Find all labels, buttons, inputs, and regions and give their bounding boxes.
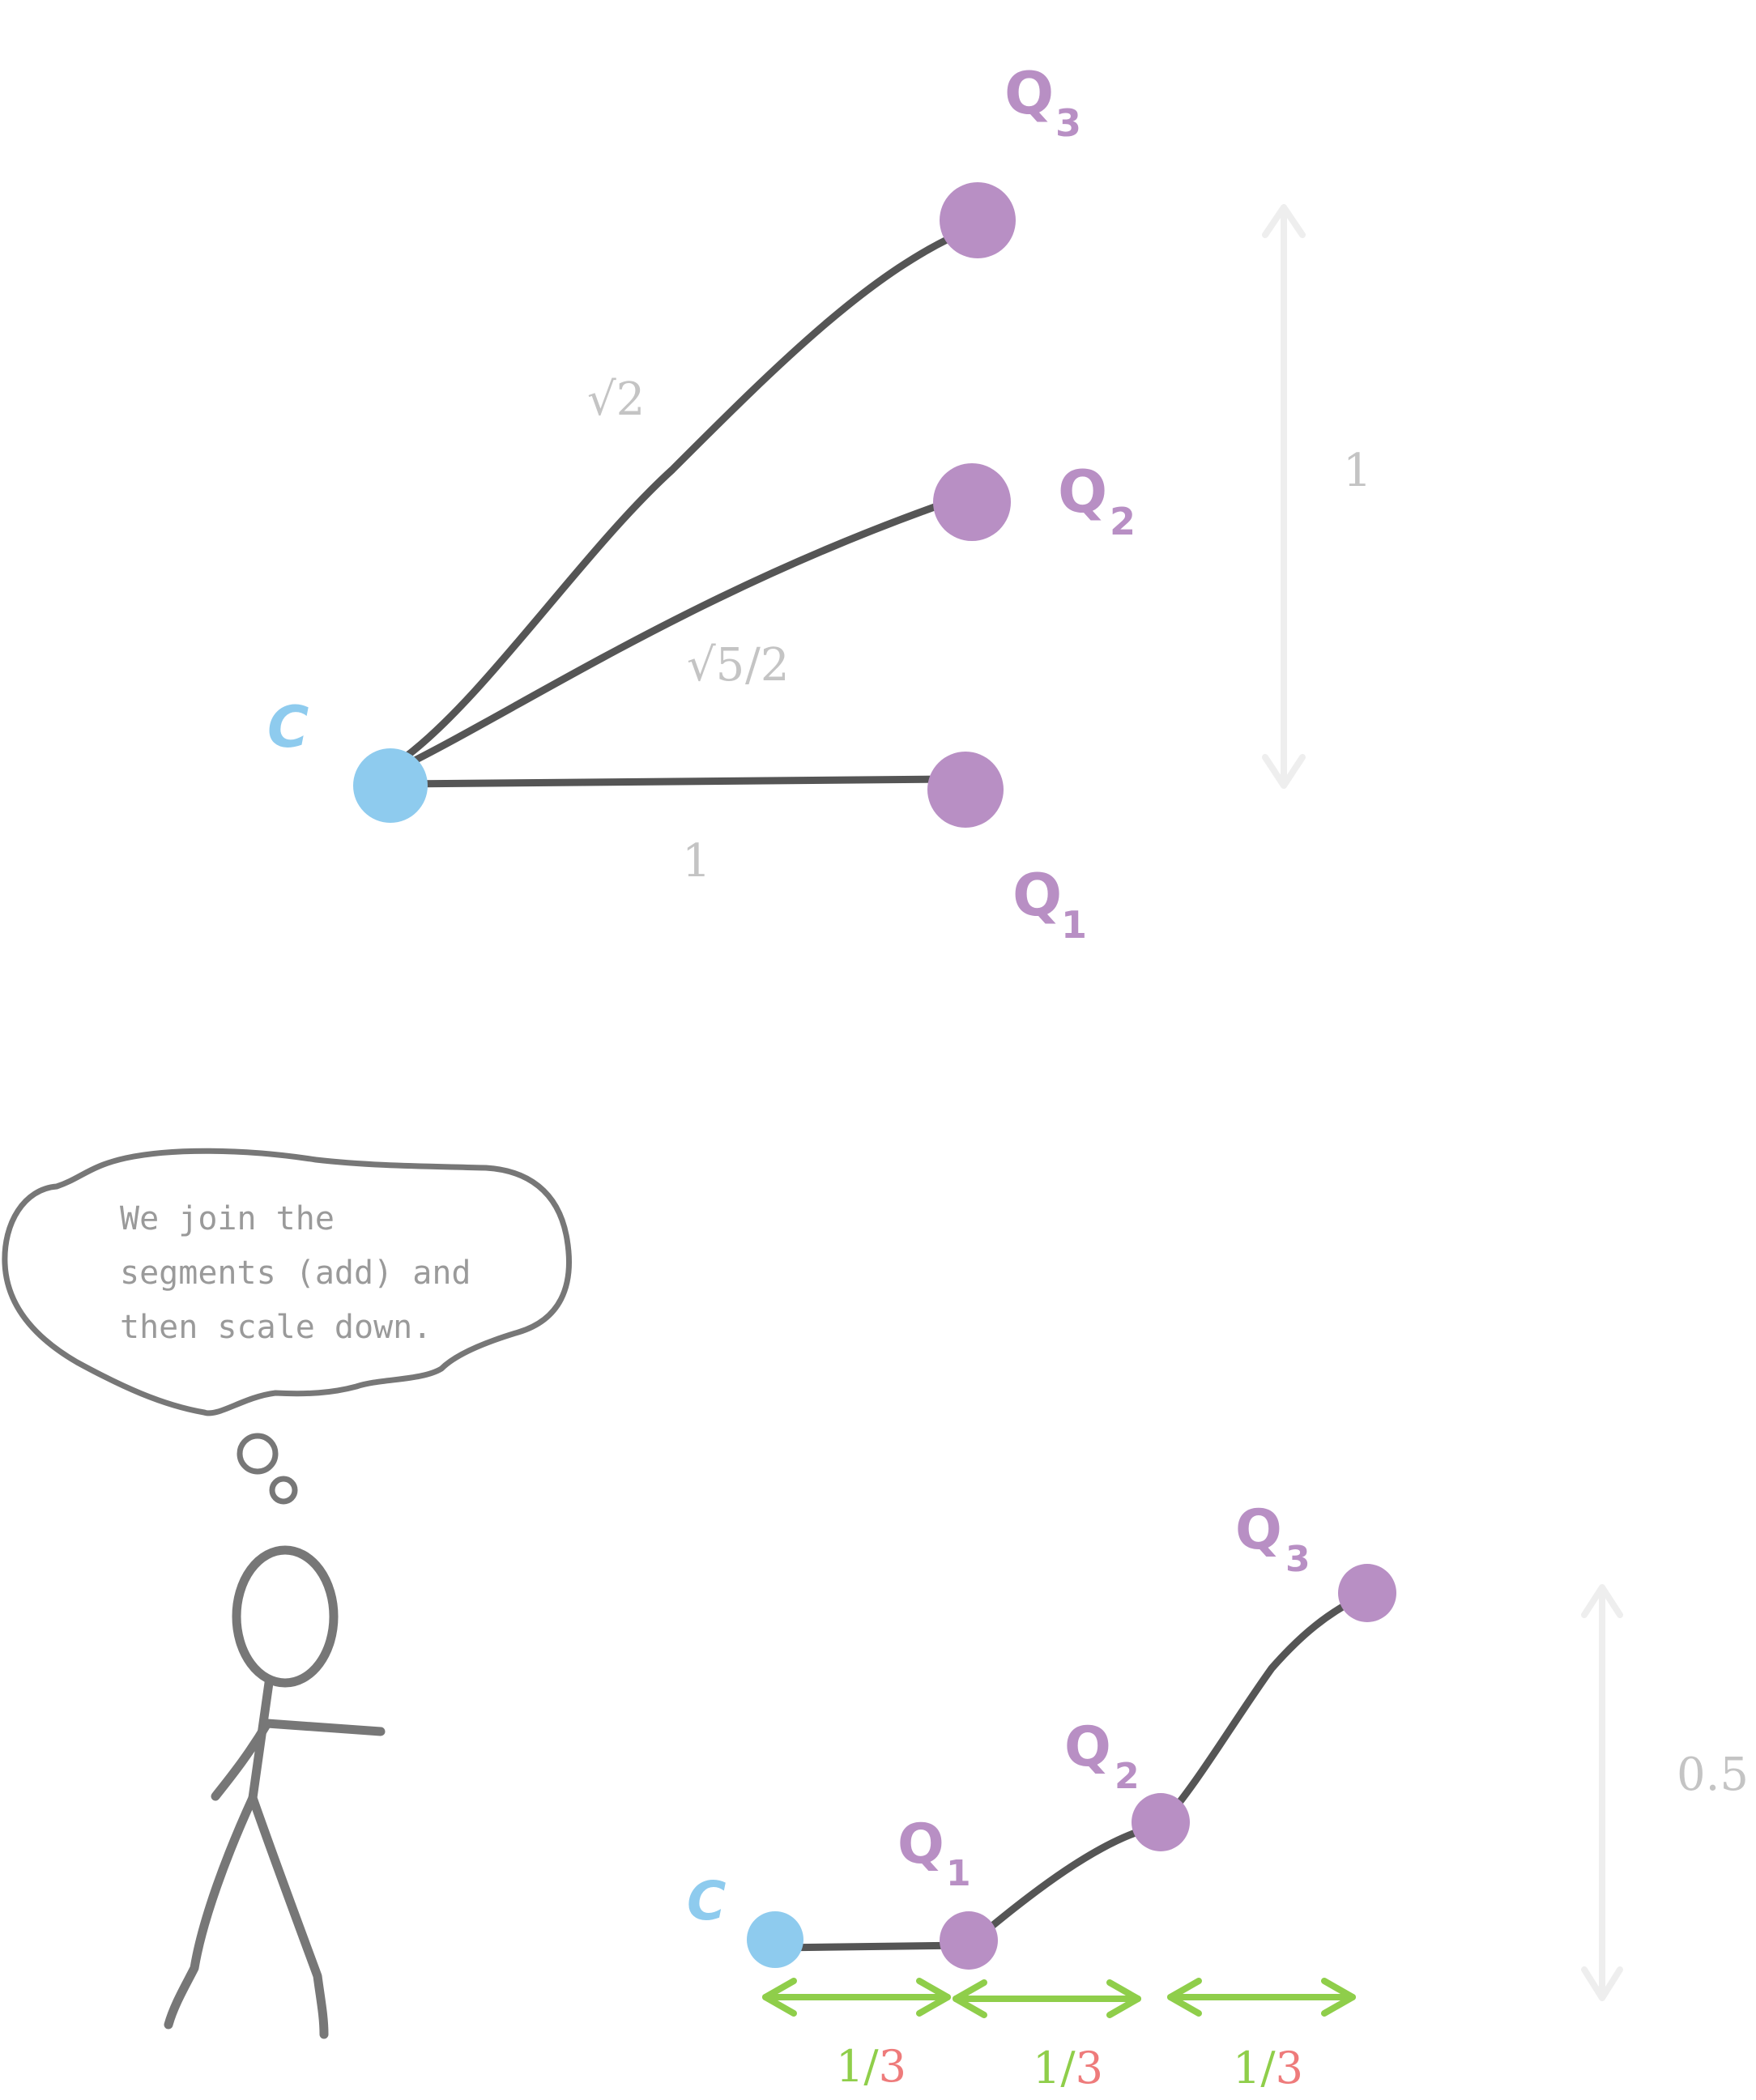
svg-text:1/3: 1/3 [1033, 2042, 1103, 2094]
bottom-point-q2 [1132, 1793, 1190, 1851]
top-label-q3-sub: 3 [1055, 101, 1081, 145]
bottom-point-q1 [940, 1911, 998, 1970]
top-point-q3 [940, 182, 1016, 258]
bottom-label-q1-sub: 1 [946, 1853, 971, 1894]
stick-figure-arm-right [262, 1719, 386, 1736]
top-point-c [353, 748, 428, 823]
segment-label-3-num: 1/ [1233, 2042, 1276, 2094]
top-height-label: 1 [1343, 445, 1372, 497]
top-point-q1 [927, 752, 1004, 828]
top-diagram: C Q 1 Q 2 Q 3 1 √5 /2 √2 1 [267, 59, 1372, 947]
bottom-label-q2-sub: 2 [1115, 1756, 1140, 1797]
thought-line-1: We join the [120, 1200, 335, 1237]
segment-label-1-den: 3 [879, 2041, 906, 2092]
bottom-point-c [747, 1911, 803, 1968]
top-line-c-q1 [401, 775, 948, 788]
segment-label-1: 1/3 [836, 2041, 906, 2092]
bottom-point-q3 [1338, 1564, 1396, 1622]
thought-dot-large [237, 1433, 279, 1475]
segment-label-2: 1/3 [1033, 2042, 1103, 2094]
segment-label-3-den: 3 [1276, 2042, 1303, 2094]
segment-arrows [762, 1978, 1356, 2018]
bottom-height-arrow [1581, 1584, 1623, 2001]
bottom-label-q3: Q [1235, 1498, 1282, 1562]
top-length-cq3-root: √2 [587, 373, 645, 426]
bottom-label-q1: Q [897, 1812, 944, 1876]
segment-label-1-num: 1/ [836, 2041, 879, 2092]
bottom-line-c-q1 [774, 1941, 973, 1952]
svg-text:1/3: 1/3 [836, 2041, 906, 2092]
top-label-q2-sub: 2 [1110, 500, 1136, 543]
thought-line-3: then scale down. [120, 1309, 432, 1346]
top-label-q2: Q [1058, 458, 1107, 526]
top-label-c: C [267, 694, 309, 760]
top-label-q1-sub: 1 [1061, 903, 1087, 947]
bottom-label-q2: Q [1064, 1715, 1111, 1779]
stick-figure [164, 1545, 386, 2039]
thought-dot-small [269, 1476, 298, 1505]
top-label-q1: Q [1012, 861, 1062, 929]
segment-arrow-3 [1167, 1978, 1356, 2017]
segment-arrow-2 [953, 1979, 1141, 2018]
top-length-cq2-rest: /2 [745, 639, 790, 692]
top-curve-c-q2 [401, 500, 948, 769]
segment-arrow-1 [762, 1978, 951, 2017]
stick-figure-leg-left [164, 1793, 258, 2030]
stick-figure-head [232, 1545, 339, 1688]
bottom-diagram: C Q 1 Q 2 Q 3 0.5 [687, 1498, 1749, 2094]
top-curve-c-q3 [401, 224, 976, 761]
segment-label-2-num: 1/ [1033, 2042, 1076, 2094]
thought-bubble: We join the segments (add) and then scal… [2, 1148, 572, 1505]
top-length-cq2-root: √5 [687, 639, 744, 692]
bottom-height-label: 0.5 [1677, 1749, 1749, 1801]
thought-line-2: segments (add) and [120, 1254, 471, 1292]
thought-cloud [2, 1148, 572, 1416]
bottom-label-q3-sub: 3 [1285, 1539, 1311, 1580]
segment-label-3: 1/3 [1233, 2042, 1303, 2094]
top-label-q3: Q [1004, 59, 1054, 127]
top-point-q2 [933, 463, 1011, 541]
segment-label-2-den: 3 [1076, 2042, 1103, 2094]
stick-figure-arm-left [211, 1719, 272, 1801]
top-length-cq1: 1 [682, 835, 711, 888]
top-height-arrow [1262, 204, 1306, 789]
stick-figure-leg-right [248, 1793, 329, 2039]
bottom-curve-q2-q3 [1157, 1590, 1371, 1830]
svg-text:1/3: 1/3 [1233, 2042, 1303, 2094]
bottom-curve-q1-q2 [965, 1821, 1165, 1949]
bottom-label-c: C [687, 1870, 726, 1932]
